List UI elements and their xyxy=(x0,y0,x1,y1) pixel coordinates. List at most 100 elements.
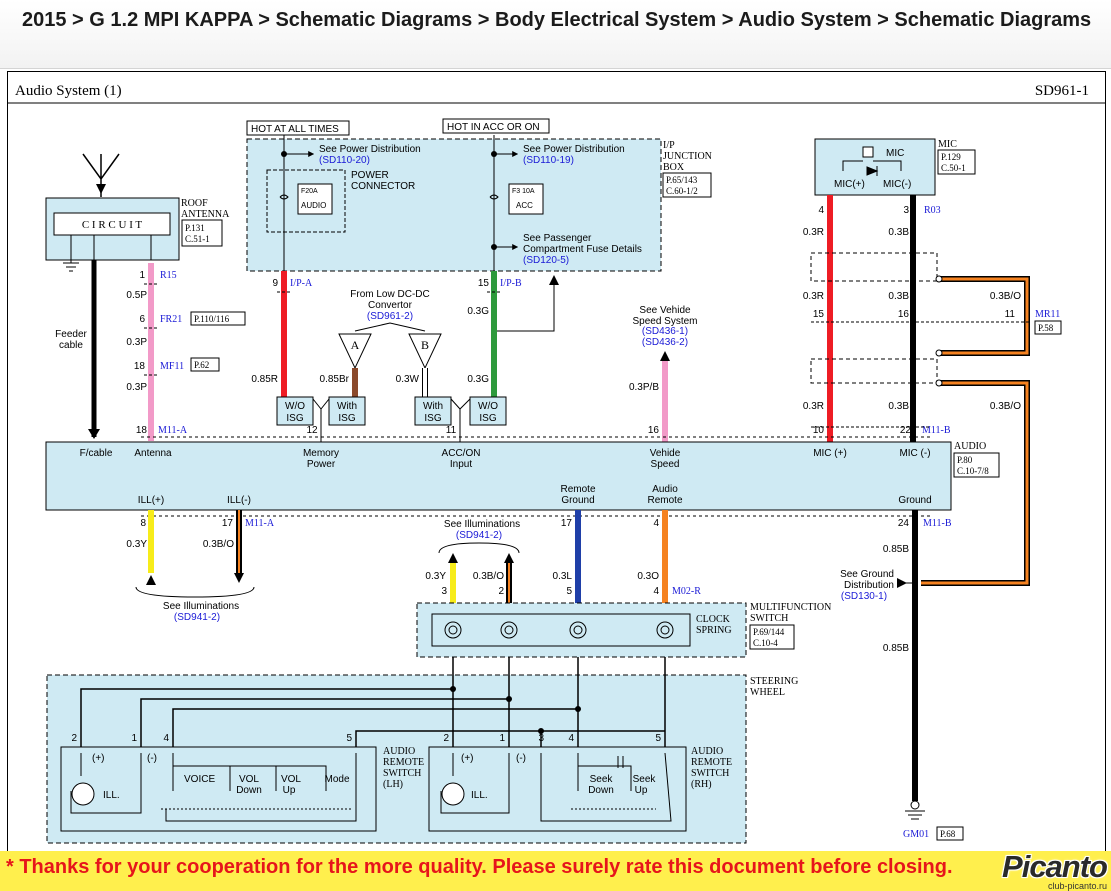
pin-label: 8 xyxy=(140,518,146,529)
wire-label: 0.5P xyxy=(126,290,147,301)
power-connector-label-1: POWER xyxy=(351,170,389,181)
see-illuminations-label-2: See Illuminations xyxy=(444,519,520,530)
audio-terminal-label: Audio xyxy=(652,484,678,495)
minus-label: (-) xyxy=(516,753,526,764)
lh-switch-name-3: SWITCH xyxy=(383,768,421,779)
variant-label: ISG xyxy=(286,413,303,424)
switch-label: Mode xyxy=(324,774,349,785)
lower-wiring: 8 0.3Y 17 M11-A 0.3B/O See Illuminations… xyxy=(126,510,964,841)
fuse-audio-id: F20A xyxy=(301,188,318,195)
wire-label: 0.3R xyxy=(803,401,824,412)
watermark-brand: Picanto xyxy=(1002,849,1108,884)
connector-label: I/P-B xyxy=(500,278,522,289)
connector-label: I/P-A xyxy=(290,278,313,289)
dcdc-label-2: Convertor xyxy=(368,300,413,311)
fuse-acc-id: F3 10A xyxy=(512,188,535,195)
lh-switch-name-1: AUDIO xyxy=(383,746,415,757)
connector-label: MF11 xyxy=(160,361,184,372)
pin-label: 4 xyxy=(163,733,169,744)
pin-label: 5 xyxy=(566,586,572,597)
audio-terminal-label: Remote xyxy=(647,495,682,506)
connector-label: R03 xyxy=(924,205,941,216)
see-ground-label-2: Distribution xyxy=(844,580,894,591)
pin-label: 18 xyxy=(136,425,148,436)
lamp-icon xyxy=(441,782,465,806)
switch-label: Seek xyxy=(590,774,614,785)
multifunction-label-2: SWITCH xyxy=(750,613,788,624)
switch-label: Seek xyxy=(633,774,657,785)
vehicle-speed: See Vehide Speed System (SD436-1) (SD436… xyxy=(629,305,698,442)
wire-label: 0.3R xyxy=(803,291,824,302)
mic-minus: MIC(-) xyxy=(883,179,911,190)
mic-inner: MIC xyxy=(886,148,904,159)
fuse-acc-label: ACC xyxy=(516,201,533,210)
feeder-cable-1: Feeder xyxy=(55,329,87,340)
steering-wheel-label-2: WHEEL xyxy=(750,687,785,698)
watermark-site: club-picanto.ru xyxy=(1047,881,1107,891)
wire-label: 0.85B xyxy=(883,544,909,555)
mic-plus: MIC(+) xyxy=(834,179,865,190)
pin-label: 18 xyxy=(134,361,146,372)
ill-label: ILL. xyxy=(471,790,488,801)
pin-label: 9 xyxy=(272,278,278,289)
see-power-dist-2: See Power Distribution xyxy=(523,144,625,155)
variant-label: With xyxy=(337,401,357,412)
wire-label: 0.3B/O xyxy=(203,539,234,550)
audio-terminal-label: Vehide xyxy=(650,448,681,459)
clock-spring-label-2: SPRING xyxy=(696,625,732,636)
audio-terminal-label: Power xyxy=(307,459,336,470)
pin-label: 1 xyxy=(131,733,137,744)
see-power-dist-2-ref: (SD110-19) xyxy=(523,155,574,166)
schematic-diagram: Audio System (1) SD961-1 HOT AT ALL TIME… xyxy=(8,83,1105,844)
see-power-dist-1: See Power Distribution xyxy=(319,144,421,155)
audio-ref-1: P.80 xyxy=(957,455,973,465)
schematic-sheet: Audio System (1) SD961-1 HOT AT ALL TIME… xyxy=(7,71,1106,853)
pin-label: 4 xyxy=(818,205,824,216)
pin-label: 22 xyxy=(900,425,912,436)
ill-label: ILL. xyxy=(103,790,120,801)
wire-label: 0.3G xyxy=(467,374,489,385)
multifunction-ref-2: C.10-4 xyxy=(753,638,778,648)
dcdc-label-1: From Low DC-DC xyxy=(350,289,429,300)
wire-label: 0.3B xyxy=(888,291,909,302)
audio-terminal-label: Speed xyxy=(651,459,680,470)
vehicle-speed-ref-1: (SD436-1) xyxy=(642,326,688,337)
steering-wheel-label-1: STEERING xyxy=(750,676,798,687)
audio-terminal-label: Ground xyxy=(898,495,931,506)
audio-terminal-label: Remote xyxy=(560,484,595,495)
see-illuminations-ref-2: (SD941-2) xyxy=(456,530,502,541)
rh-switch-name-3: SWITCH xyxy=(691,768,729,779)
variant-label: ISG xyxy=(479,413,496,424)
switch-label: Up xyxy=(635,785,648,796)
wire-label: 0.3O xyxy=(637,571,659,582)
switch-label: VOL xyxy=(281,774,301,785)
rh-switch-name-1: AUDIO xyxy=(691,746,723,757)
see-power-dist-1-ref: (SD110-20) xyxy=(319,155,370,166)
audio-terminal-label: ILL(-) xyxy=(227,495,251,506)
pin-label: 5 xyxy=(346,733,352,744)
lh-switch-name-2: REMOTE xyxy=(383,757,424,768)
switch-label: VOL xyxy=(239,774,259,785)
lamp-icon xyxy=(71,782,95,806)
wire-label: 0.3P/B xyxy=(629,382,659,393)
wire-label: 0.3B/O xyxy=(473,571,504,582)
power-inputs: 9 I/P-A 0.85R 15 I/P-B 0.3G 0.3G From Lo… xyxy=(251,271,559,442)
see-illuminations-ref: (SD941-2) xyxy=(174,612,220,623)
page-header: 2015 > G 1.2 MPI KAPPA > Schematic Diagr… xyxy=(0,0,1111,69)
mic: MIC P.129 C.50-1 MIC MIC(+) MIC(-) 4 3 R… xyxy=(803,138,1062,586)
pin-label: 2 xyxy=(498,586,504,597)
wire-label: 0.3L xyxy=(553,571,573,582)
pin-label: 5 xyxy=(655,733,661,744)
wire-label: 0.3Y xyxy=(126,539,147,550)
connector-label: M11-B xyxy=(923,518,952,529)
pin-label: 2 xyxy=(443,733,449,744)
pin-label: 17 xyxy=(561,518,573,529)
ip-junction-box: HOT AT ALL TIMES HOT IN ACC OR ON See Po… xyxy=(246,118,712,272)
connector-label: MR11 xyxy=(1035,309,1060,320)
audio-terminal-label: Memory xyxy=(303,448,339,459)
wire-label: 0.3Y xyxy=(425,571,446,582)
multifunction-label-1: MULTIFUNCTION xyxy=(750,602,831,613)
switch-label: VOICE xyxy=(184,774,215,785)
hot-in-acc-label: HOT IN ACC OR ON xyxy=(447,122,540,133)
breadcrumb-title: 2015 > G 1.2 MPI KAPPA > Schematic Diagr… xyxy=(22,9,1092,31)
